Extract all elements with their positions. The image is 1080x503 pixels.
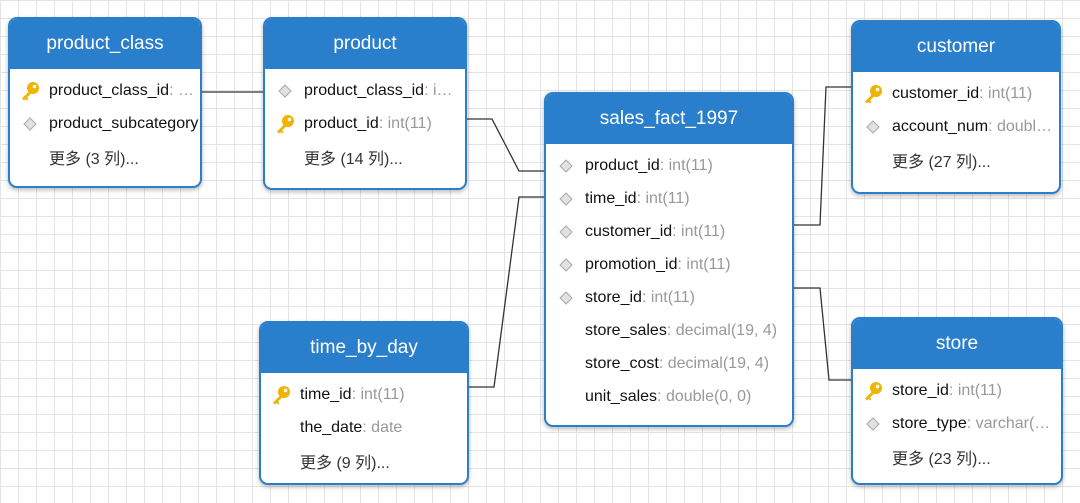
column-type: : int(11) [672,222,726,240]
column-row[interactable]: promotion_id : int(11) [546,248,792,281]
table-header[interactable]: time_by_day [261,323,467,373]
column-name: product_id [585,156,660,174]
column-name: store_type [892,414,967,432]
table-header[interactable]: customer [853,22,1059,72]
diamond-icon [554,286,578,310]
column-type: : date [362,418,403,436]
table-header[interactable]: product_class [10,19,200,69]
key-icon [861,379,885,403]
link-time-by-day-to-sales-fact[interactable] [468,196,545,388]
column-type: : int(11) [659,156,713,174]
column-row[interactable]: store_id : int(11) [853,374,1061,407]
column-name: the_date [300,418,363,436]
diamond-icon [861,412,885,436]
more-columns-link[interactable]: 更多 (9 列)... [261,444,467,477]
column-type: : decimal(19, 4) [666,321,778,339]
column-type: : doubl… [988,117,1053,135]
column-type: : varchar(2… [966,414,1057,432]
diamond-icon [18,112,42,136]
column-name: time_id [300,385,352,403]
key-icon [269,383,293,407]
column-row[interactable]: customer_id : int(11) [546,215,792,248]
column-row[interactable]: time_id : int(11) [261,378,467,411]
more-columns-label: 更多 (9 列)... [300,454,390,472]
table-time-by-day[interactable]: time_by_day time_id : int(11) the_date :… [259,321,469,485]
column-row[interactable]: store_sales : decimal(19, 4) [546,314,792,347]
column-type: : int(11) [677,255,731,273]
column-row[interactable]: product_id : int(11) [546,149,792,182]
table-header[interactable]: sales_fact_1997 [546,94,792,144]
table-product[interactable]: product product_class_id : int… product_… [263,17,467,190]
link-product-to-sales-fact[interactable] [466,118,545,172]
column-name: account_num [892,117,989,135]
key-icon [273,112,297,136]
more-columns-link[interactable]: 更多 (14 列)... [265,140,465,173]
table-sales-fact-1997[interactable]: sales_fact_1997 product_id : int(11) tim… [544,92,794,427]
diamond-icon [554,154,578,178]
column-name: product_id [304,114,379,132]
column-name: time_id [585,189,637,207]
more-columns-link[interactable]: 更多 (23 列)... [853,440,1061,473]
column-name: store_id [892,381,949,399]
column-row[interactable]: the_date : date [261,411,467,444]
column-row[interactable]: product_class_id : i… [10,74,200,107]
column-row[interactable]: account_num : doubl… [853,110,1059,143]
table-store[interactable]: store store_id : int(11) store_type : va… [851,317,1063,485]
column-type: : decimal(19, 4) [658,354,770,372]
column-row[interactable]: product_subcategory … [10,107,200,140]
column-row[interactable]: store_type : varchar(2… [853,407,1061,440]
column-row[interactable]: product_id : int(11) [265,107,465,140]
column-name: customer_id [892,84,980,102]
column-name: product_class_id [304,81,425,99]
more-columns-label: 更多 (3 列)... [49,150,139,168]
column-name: product_class_id [49,81,170,99]
more-columns-label: 更多 (23 列)... [892,450,991,468]
diamond-icon [554,187,578,211]
column-name: product_subcategory [49,114,199,132]
diamond-icon [273,79,297,103]
key-icon [18,79,42,103]
column-type: : int(11) [351,385,405,403]
table-header[interactable]: product [265,19,465,69]
key-icon [861,82,885,106]
column-row[interactable]: store_cost : decimal(19, 4) [546,347,792,380]
column-row[interactable]: time_id : int(11) [546,182,792,215]
column-name: customer_id [585,222,673,240]
table-header[interactable]: store [853,319,1061,369]
column-row[interactable]: customer_id : int(11) [853,77,1059,110]
table-customer[interactable]: customer customer_id : int(11) account_n… [851,20,1061,194]
diamond-icon [554,220,578,244]
column-name: store_cost [585,354,659,372]
column-row[interactable]: product_class_id : int… [265,74,465,107]
column-name: store_id [585,288,642,306]
column-name: store_sales [585,321,667,339]
column-row[interactable]: store_id : int(11) [546,281,792,314]
link-customer-to-sales-fact[interactable] [793,86,852,226]
column-type: : int(11) [378,114,432,132]
column-type: : int(11) [979,84,1033,102]
link-store-to-sales-fact[interactable] [793,287,852,381]
more-columns-label: 更多 (14 列)... [304,150,403,168]
column-name: promotion_id [585,255,678,273]
more-columns-link[interactable]: 更多 (3 列)... [10,140,200,173]
table-product-class[interactable]: product_class product_class_id : i… prod… [8,17,202,188]
diamond-icon [861,115,885,139]
more-columns-link[interactable]: 更多 (27 列)... [853,143,1059,176]
column-type: : double(0, 0) [657,387,752,405]
column-name: unit_sales [585,387,658,405]
column-type: : int(11) [636,189,690,207]
column-type: : int(11) [948,381,1002,399]
column-type: : int(11) [641,288,695,306]
more-columns-label: 更多 (27 列)... [892,153,991,171]
diamond-icon [554,253,578,277]
column-type: : i… [169,81,196,99]
column-row[interactable]: unit_sales : double(0, 0) [546,380,792,413]
column-type: : int… [424,81,461,99]
